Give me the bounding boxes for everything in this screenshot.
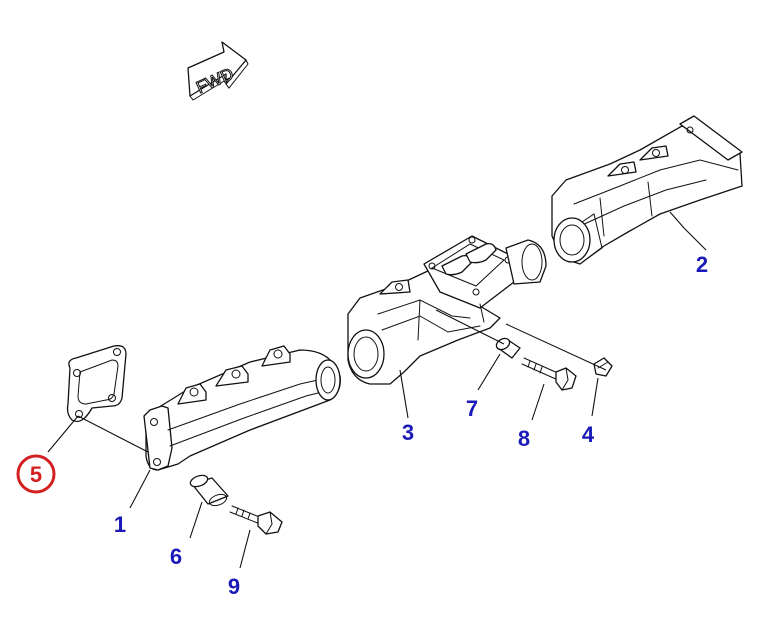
rear-exhaust-manifold-part-2[interactable] <box>551 115 743 265</box>
callout-8[interactable]: 8 <box>518 426 530 451</box>
callout-9[interactable]: 9 <box>228 574 240 599</box>
gasket-part-5[interactable] <box>66 345 127 423</box>
center-exhaust-manifold-part-3[interactable] <box>347 235 547 385</box>
callout-2[interactable]: 2 <box>696 252 708 277</box>
plug-part-4[interactable] <box>593 357 613 377</box>
callout-7[interactable]: 7 <box>466 396 478 421</box>
bolt-part-9[interactable] <box>229 505 283 535</box>
bolt-part-8[interactable] <box>521 357 577 391</box>
callout-4[interactable]: 4 <box>582 422 595 447</box>
spacer-sleeve-part-7[interactable] <box>494 336 521 359</box>
callout-3[interactable]: 3 <box>402 420 414 445</box>
spacer-sleeve-part-6[interactable] <box>189 473 229 508</box>
callout-5[interactable]: 5 <box>30 462 42 487</box>
forward-direction-arrow: FWD <box>187 41 249 101</box>
callout-labels: 5 1 6 9 3 7 8 4 2 <box>16 252 708 599</box>
highlight-ring-5 <box>16 454 56 494</box>
callout-1[interactable]: 1 <box>114 512 126 537</box>
leader-lines <box>47 211 707 569</box>
callout-6[interactable]: 6 <box>170 544 182 569</box>
front-exhaust-manifold-part-1[interactable] <box>143 345 341 471</box>
